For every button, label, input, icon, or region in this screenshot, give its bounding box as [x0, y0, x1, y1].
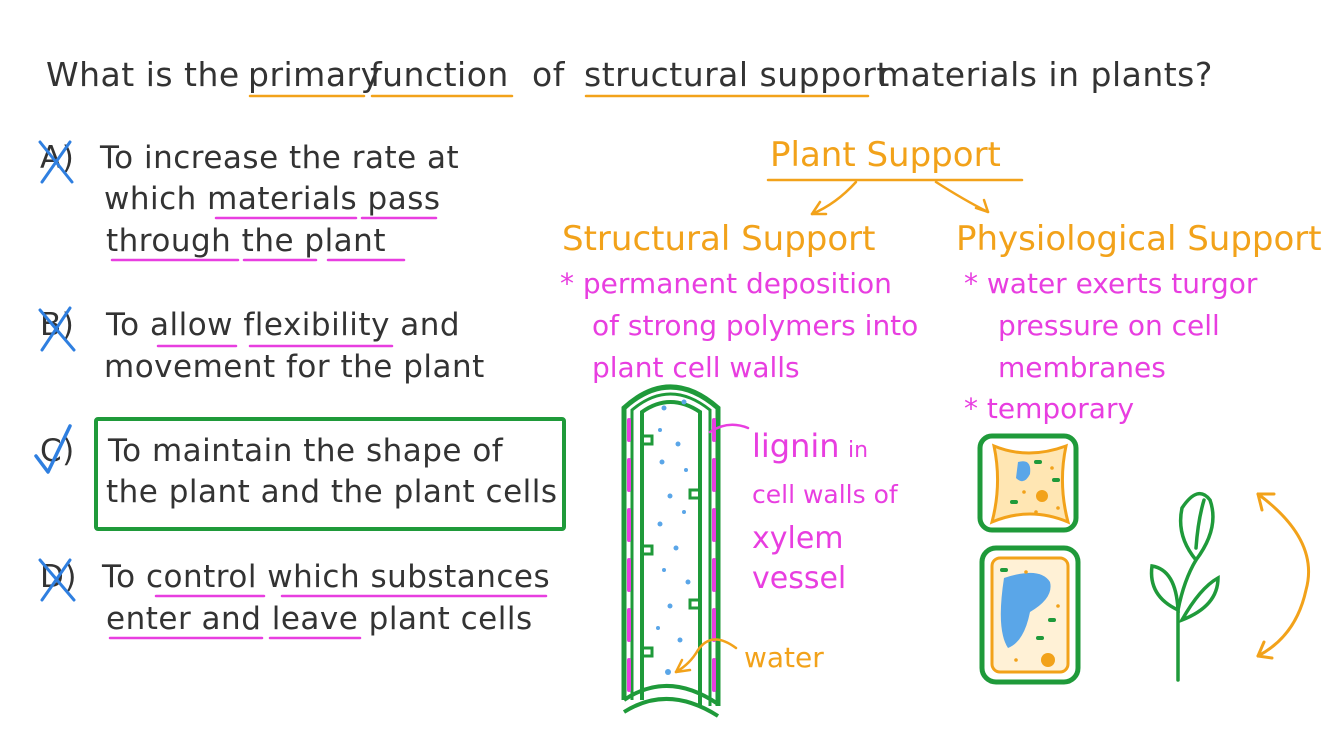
physiological-bullet-line-1: * water exerts turgor [964, 267, 1258, 300]
question-part-structural-support: structural support [584, 55, 890, 94]
option-b-line-1[interactable]: To allow flexibility and [106, 307, 461, 343]
option-a-line-2[interactable]: which materials pass [104, 181, 441, 217]
water-arrow [674, 638, 738, 674]
cross-out-marks [38, 140, 76, 602]
physiological-bullet-line-2: pressure on cell [998, 309, 1220, 342]
correct-answer-box [94, 417, 566, 531]
lignin-arrow [708, 423, 750, 434]
structural-bullet-line-1: * permanent deposition [560, 267, 892, 300]
label-xylem: xylem [752, 521, 844, 556]
question-part-primary: primary [248, 55, 381, 94]
option-c-line-2[interactable]: the plant and the plant cells [106, 474, 558, 510]
question-part-1: What is the [46, 55, 240, 94]
structural-bullet-line-3: plant cell walls [592, 351, 800, 384]
option-a-line-3[interactable]: through the plant [106, 223, 386, 259]
plant-sprout-illustration [1149, 491, 1220, 682]
question-part-end: materials in plants? [878, 55, 1213, 94]
diagram-title: Plant Support [770, 135, 1001, 175]
physiological-bullet-line-3: membranes [998, 351, 1166, 384]
question-part-of: of [532, 55, 565, 94]
option-b-line-2[interactable]: movement for the plant [104, 349, 485, 385]
movement-double-arrow [1256, 492, 1311, 660]
option-c-line-1[interactable]: To maintain the shape of [108, 433, 504, 469]
title-arrows [766, 178, 1024, 216]
label-water: water [744, 641, 824, 674]
turgid-cell-illustration [979, 545, 1081, 685]
label-lignin-in: in [848, 438, 869, 463]
physiological-heading: Physiological Support [956, 219, 1322, 259]
option-d-line-1[interactable]: To control which substances [102, 559, 551, 595]
check-mark-icon [34, 424, 72, 474]
flaccid-cell-illustration [977, 433, 1079, 533]
label-vessel: vessel [752, 561, 847, 596]
option-d-line-2[interactable]: enter and leave plant cells [106, 601, 533, 637]
option-a-line-1[interactable]: To increase the rate at [100, 140, 460, 176]
label-lignin: lignin [752, 427, 840, 465]
structural-bullet-line-2: of strong polymers into [592, 309, 919, 342]
physiological-bullet-2: * temporary [964, 392, 1135, 425]
option-underlines [108, 216, 548, 640]
structural-heading: Structural Support [562, 219, 876, 259]
xylem-vessel [621, 384, 721, 718]
label-cell-walls: cell walls of [752, 480, 898, 509]
question-part-function: function [370, 55, 509, 94]
